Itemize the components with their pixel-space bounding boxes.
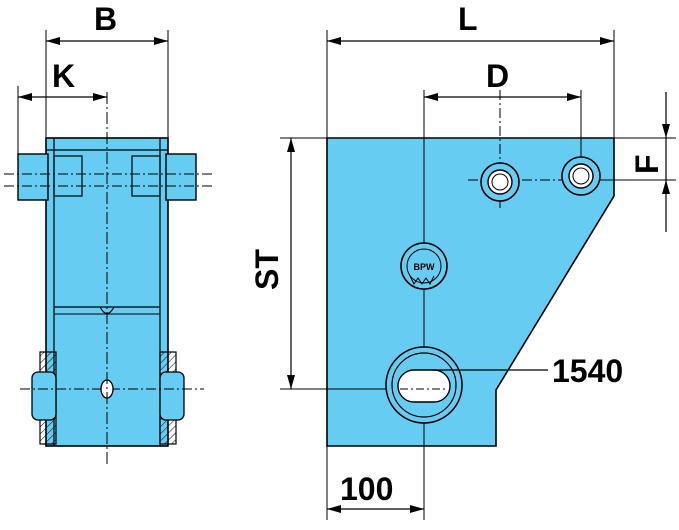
side-upper-right-boss — [165, 153, 197, 201]
dim-100-label: 100 — [340, 471, 393, 507]
upper-hole-right — [561, 156, 601, 196]
side-view: B K — [4, 1, 214, 466]
callout-1540: 1540 — [552, 353, 623, 389]
lower-slot-hole — [385, 346, 463, 424]
bpw-logo: BPW — [400, 242, 448, 290]
dim-f-label: F — [629, 154, 665, 174]
front-view: L D F ST — [249, 1, 676, 520]
dim-l-label: L — [458, 1, 478, 37]
side-upper-left-boss — [17, 153, 49, 201]
dim-k-label: K — [52, 58, 75, 94]
upper-hole-left — [480, 162, 520, 202]
dim-st-label: ST — [249, 249, 285, 290]
dim-b-label: B — [94, 1, 117, 37]
bpw-logo-text: BPW — [414, 262, 436, 272]
dim-d-label: D — [486, 58, 509, 94]
